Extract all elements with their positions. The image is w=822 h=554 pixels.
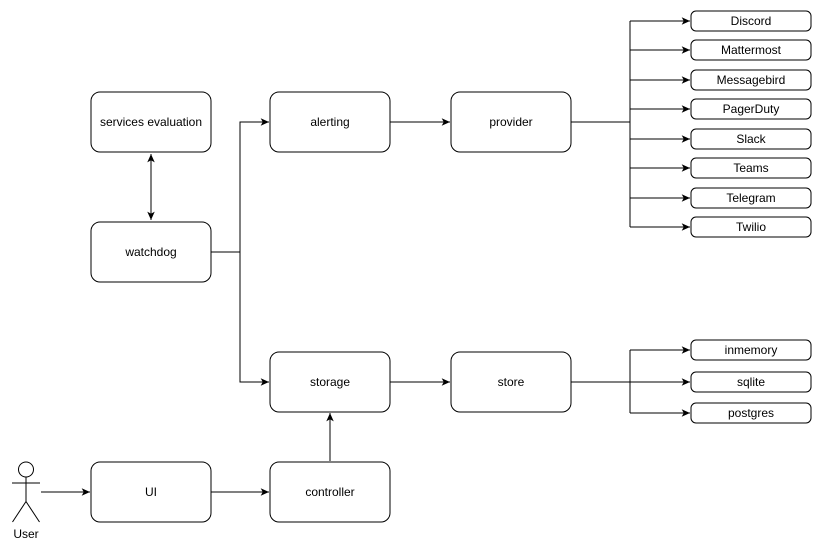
node-storage: storage [269, 351, 391, 413]
actor-head [18, 461, 34, 478]
node-box [690, 157, 812, 179]
node-label: alerting [310, 115, 349, 129]
node-box [269, 91, 391, 153]
node-label: sqlite [737, 375, 765, 389]
actor-user: User [12, 461, 40, 541]
node-label: watchdog [124, 245, 176, 259]
node-label: Twilio [736, 220, 766, 234]
node-box [269, 461, 391, 523]
actor-label: User [13, 527, 38, 541]
node-label: store [498, 375, 525, 389]
node-label: UI [145, 485, 157, 499]
node-box [90, 221, 212, 283]
node-provider-discord: Discord [690, 10, 812, 32]
node-label: postgres [728, 406, 774, 420]
node-provider-twilio: Twilio [690, 216, 812, 238]
node-box [690, 128, 812, 150]
node-box [690, 69, 812, 91]
node-label: storage [310, 375, 350, 389]
node-provider-telegram: Telegram [690, 187, 812, 209]
node-box [690, 371, 812, 393]
node-box [690, 39, 812, 61]
node-box [269, 351, 391, 413]
node-label: inmemory [725, 343, 778, 357]
node-box [450, 91, 572, 153]
node-store: store [450, 351, 572, 413]
node-provider: provider [450, 91, 572, 153]
node-box [690, 216, 812, 238]
node-label: Telegram [726, 191, 775, 205]
node-ui: UI [90, 461, 212, 523]
node-services-evaluation: services evaluation [90, 91, 212, 153]
node-controller: controller [269, 461, 391, 523]
node-provider-slack: Slack [690, 128, 812, 150]
node-provider-pagerduty: PagerDuty [690, 98, 812, 120]
node-label: provider [489, 115, 532, 129]
node-box [90, 461, 212, 523]
node-label: PagerDuty [723, 102, 780, 116]
edge-watchdog-storage [239, 252, 269, 386]
actor-leg-left [12, 501, 27, 523]
edges [41, 17, 690, 496]
node-label: services evaluation [100, 115, 202, 129]
node-label: Mattermost [721, 43, 782, 57]
node-watchdog: watchdog [90, 221, 212, 283]
node-provider-teams: Teams [690, 157, 812, 179]
node-label: Messagebird [717, 73, 786, 87]
node-store-inmemory: inmemory [690, 339, 812, 361]
node-box [90, 91, 212, 153]
node-box [690, 187, 812, 209]
actor-leg-right [25, 501, 40, 523]
node-provider-messagebird: Messagebird [690, 69, 812, 91]
node-box [450, 351, 572, 413]
node-box [690, 98, 812, 120]
node-label: Teams [733, 161, 768, 175]
node-label: Slack [736, 132, 766, 146]
node-store-sqlite: sqlite [690, 371, 812, 393]
node-box [690, 339, 812, 361]
node-provider-mattermost: Mattermost [690, 39, 812, 61]
node-label: controller [305, 485, 354, 499]
edge-watchdog-alerting [211, 118, 269, 253]
node-label: Discord [731, 14, 772, 28]
node-alerting: alerting [269, 91, 391, 153]
node-box [690, 10, 812, 32]
node-store-postgres: postgres [690, 402, 812, 424]
node-box [690, 402, 812, 424]
